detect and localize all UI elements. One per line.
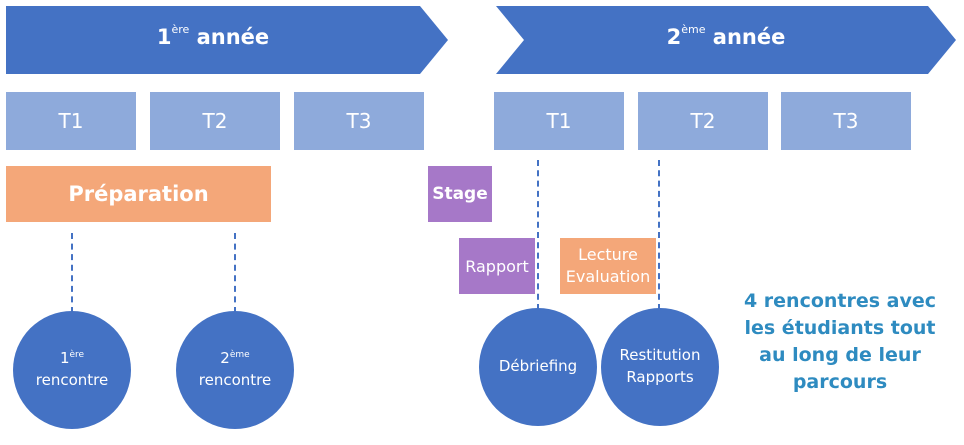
evaluation-label: Evaluation <box>565 267 651 286</box>
meeting-2-circle: 2ème rencontre <box>176 311 294 429</box>
lecture-label: Lecture <box>578 245 638 265</box>
connector-restitution <box>658 160 660 310</box>
meeting-1-label: rencontre <box>35 371 109 389</box>
term-y1-t1: T1 <box>6 92 136 150</box>
year-arrows <box>6 6 956 74</box>
meeting-2-ordinal: 2ème <box>220 349 250 368</box>
term-y2-t2: T2 <box>638 92 768 150</box>
rapport-box: Rapport <box>459 238 535 294</box>
meeting-1-circle: 1ère rencontre <box>13 311 131 429</box>
debriefing-circle: Débriefing <box>479 308 597 426</box>
preparation-box: Préparation <box>6 166 271 222</box>
connector-meeting-1 <box>71 233 73 313</box>
restitution-label: Restitution <box>619 346 701 365</box>
restitution-circle: Restitution Rapports <box>601 308 719 426</box>
year-1-label: 1ère année <box>156 23 270 49</box>
rapports-label: Rapports <box>626 368 694 386</box>
lecture-evaluation-box: Lecture Evaluation <box>560 238 656 294</box>
debriefing-label: Débriefing <box>498 357 578 376</box>
term-y2-t3: T3 <box>781 92 911 150</box>
year-2-arrow <box>496 6 956 74</box>
term-y2-t1: T1 <box>494 92 624 150</box>
meeting-2-label: rencontre <box>198 371 272 389</box>
term-y1-t3: T3 <box>294 92 424 150</box>
year-2-label: 2ème année <box>666 23 786 49</box>
connector-meeting-2 <box>234 233 236 313</box>
connector-debriefing <box>537 160 539 310</box>
term-y1-t2: T2 <box>150 92 280 150</box>
stage-box: Stage <box>428 166 492 222</box>
year-1-arrow <box>6 6 448 74</box>
meeting-1-ordinal: 1ère <box>59 349 85 368</box>
meetings-note: 4 rencontres avec les étudiants tout au … <box>743 290 937 393</box>
